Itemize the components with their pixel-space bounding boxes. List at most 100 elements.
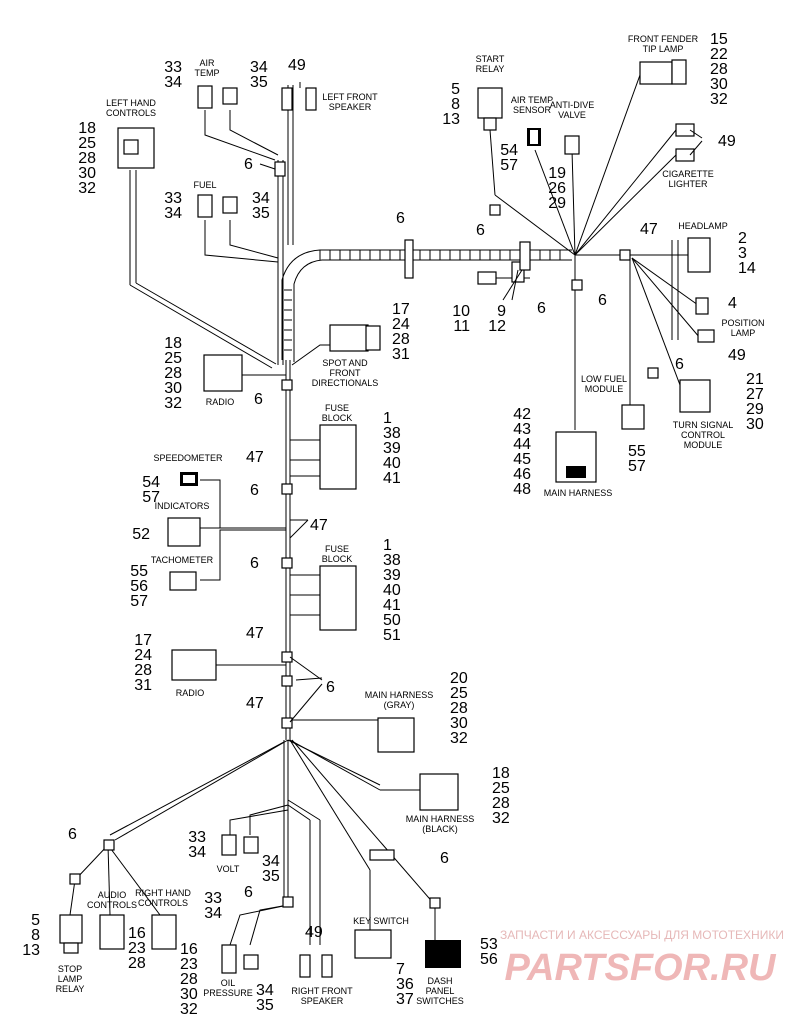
callout-number: 38 bbox=[383, 552, 401, 569]
callout-number: 44 bbox=[513, 436, 531, 453]
callout-number: 24 bbox=[134, 647, 152, 664]
callout-number: 32 bbox=[164, 395, 182, 412]
callout-number: 16 bbox=[128, 925, 146, 942]
callout-number: 18 bbox=[164, 335, 182, 352]
callout-number: 42 bbox=[513, 406, 531, 423]
callout-number: 28 bbox=[450, 700, 468, 717]
watermark-caption: ЗАПЧАСТИ И АКСЕССУАРЫ ДЛЯ МОТОТЕХНИКИ bbox=[500, 928, 784, 942]
label-radio-bottom: RADIO bbox=[176, 688, 205, 698]
callout-number: 34 bbox=[164, 74, 182, 91]
callout-clip: 6 bbox=[254, 391, 263, 408]
callout-harness-wrap: 47 bbox=[246, 695, 264, 712]
callout-number: 30 bbox=[746, 416, 764, 433]
callout-clip: 6 bbox=[250, 482, 259, 499]
callout-number: 28 bbox=[164, 365, 182, 382]
callout-number: 8 bbox=[451, 96, 460, 113]
callout-number: 28 bbox=[180, 971, 198, 988]
callout-number: 38 bbox=[383, 425, 401, 442]
callout-number: 34 bbox=[204, 905, 222, 922]
callout-number: 14 bbox=[738, 260, 756, 277]
callout-number: 35 bbox=[256, 997, 274, 1014]
callout-number: 55 bbox=[628, 443, 646, 460]
callout-clip: 6 bbox=[326, 679, 335, 696]
callout-number: 30 bbox=[450, 715, 468, 732]
callout-number: 34 bbox=[164, 205, 182, 222]
callout-number: 21 bbox=[746, 371, 764, 388]
callout-number: 40 bbox=[383, 582, 401, 599]
callout-number: 57 bbox=[500, 157, 518, 174]
callout-position-lamp-b: 49 bbox=[728, 347, 746, 364]
callout-number: 34 bbox=[250, 59, 268, 76]
callout-harness-wrap: 47 bbox=[640, 221, 658, 238]
callout-number: 23 bbox=[180, 956, 198, 973]
label-headlamp: HEADLAMP bbox=[678, 221, 728, 231]
callout-clip: 6 bbox=[244, 884, 253, 901]
callout-number: 9 bbox=[497, 303, 506, 320]
callout-number: 31 bbox=[134, 677, 152, 694]
callout-number: 57 bbox=[142, 489, 160, 506]
callout-number: 32 bbox=[78, 180, 96, 197]
callout-number: 7 bbox=[396, 961, 405, 978]
callout-clip: 6 bbox=[598, 292, 607, 309]
callout-number: 3 bbox=[738, 245, 747, 262]
callout-number: 49 bbox=[288, 57, 306, 74]
callout-number: 22 bbox=[710, 46, 728, 63]
callout-number: 33 bbox=[204, 890, 222, 907]
callout-number: 33 bbox=[164, 59, 182, 76]
callout-number: 30 bbox=[78, 165, 96, 182]
callout-number: 16 bbox=[180, 941, 198, 958]
callout-number: 45 bbox=[513, 451, 531, 468]
callout-clip: 6 bbox=[396, 210, 405, 227]
wrap-callouts: 47 47 47 47 47 bbox=[246, 221, 658, 712]
callout-number: 15 bbox=[710, 31, 728, 48]
callout-number: 33 bbox=[164, 190, 182, 207]
callout-clip: 6 bbox=[250, 555, 259, 572]
callout-number: 55 bbox=[130, 563, 148, 580]
callout-number: 28 bbox=[710, 61, 728, 78]
callout-number: 20 bbox=[450, 670, 468, 687]
label-main-harness-black: MAIN HARNESS(BLACK) bbox=[406, 814, 475, 834]
callout-number: 46 bbox=[513, 466, 531, 483]
callout-number: 37 bbox=[396, 991, 414, 1008]
callout-number: 34 bbox=[252, 190, 270, 207]
callout-number: 35 bbox=[252, 205, 270, 222]
conduit-ribbing bbox=[284, 250, 561, 351]
callout-number: 30 bbox=[180, 986, 198, 1003]
callout-number: 25 bbox=[450, 685, 468, 702]
callout-number: 29 bbox=[548, 195, 566, 212]
callout-number: 2 bbox=[738, 230, 747, 247]
callout-number: 40 bbox=[383, 455, 401, 472]
callout-number: 56 bbox=[130, 578, 148, 595]
leader-lines bbox=[259, 82, 703, 723]
callout-number: 57 bbox=[130, 593, 148, 610]
callout-number: 25 bbox=[492, 780, 510, 797]
